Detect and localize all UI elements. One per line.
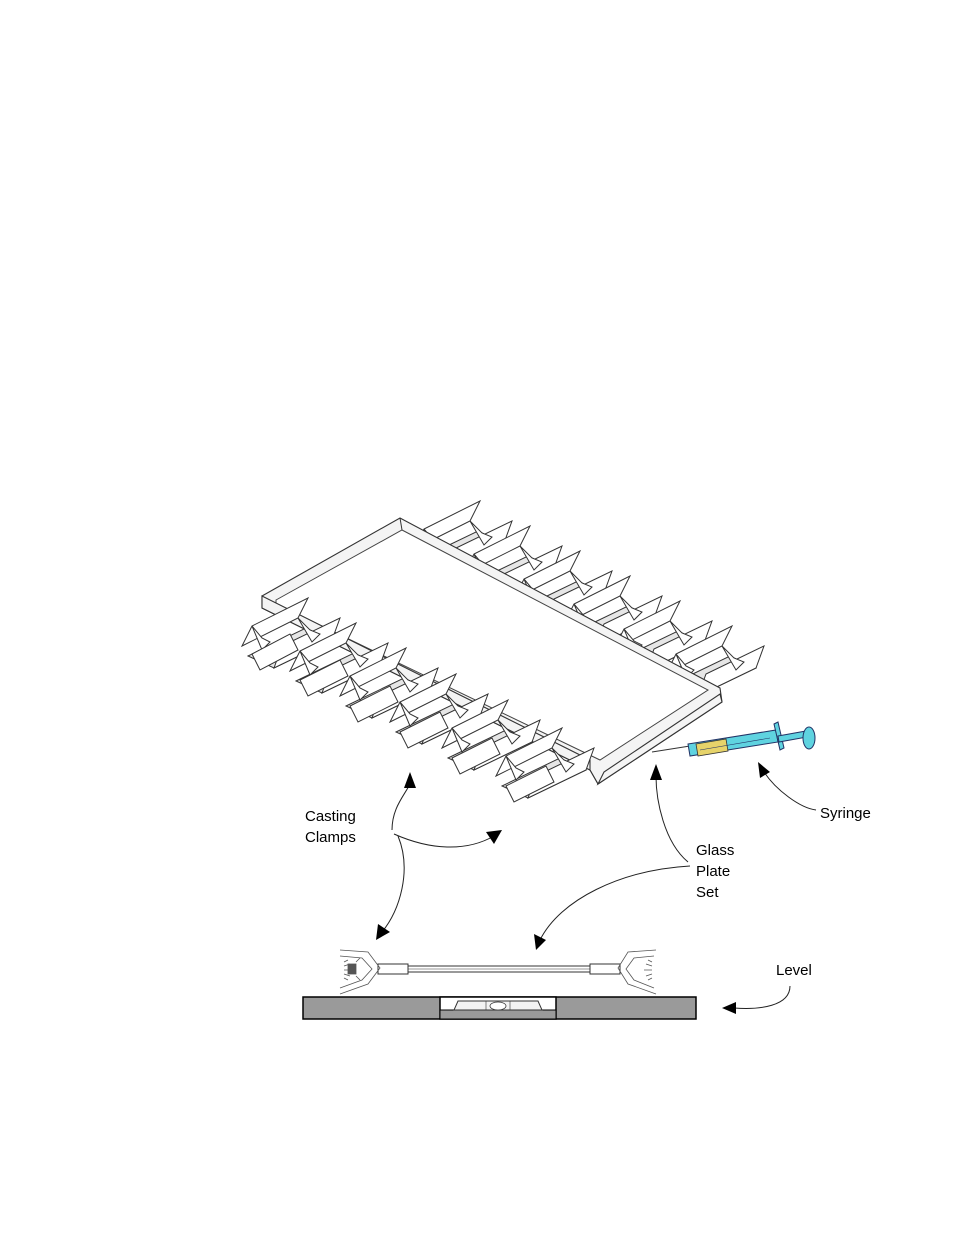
label-casting-clamps: Casting Clamps bbox=[305, 806, 356, 848]
label-syringe: Syringe bbox=[820, 803, 871, 824]
level-assembly bbox=[303, 950, 696, 1019]
side-view-clamp-left bbox=[340, 950, 380, 994]
side-view-clamp-right bbox=[618, 950, 656, 994]
level-bubble bbox=[490, 1002, 506, 1010]
label-level: Level bbox=[776, 960, 812, 981]
label-glass-plate-set: Glass Plate Set bbox=[696, 840, 734, 903]
side-view-glass-plates bbox=[378, 964, 620, 974]
annotation-arrows bbox=[376, 762, 816, 1014]
